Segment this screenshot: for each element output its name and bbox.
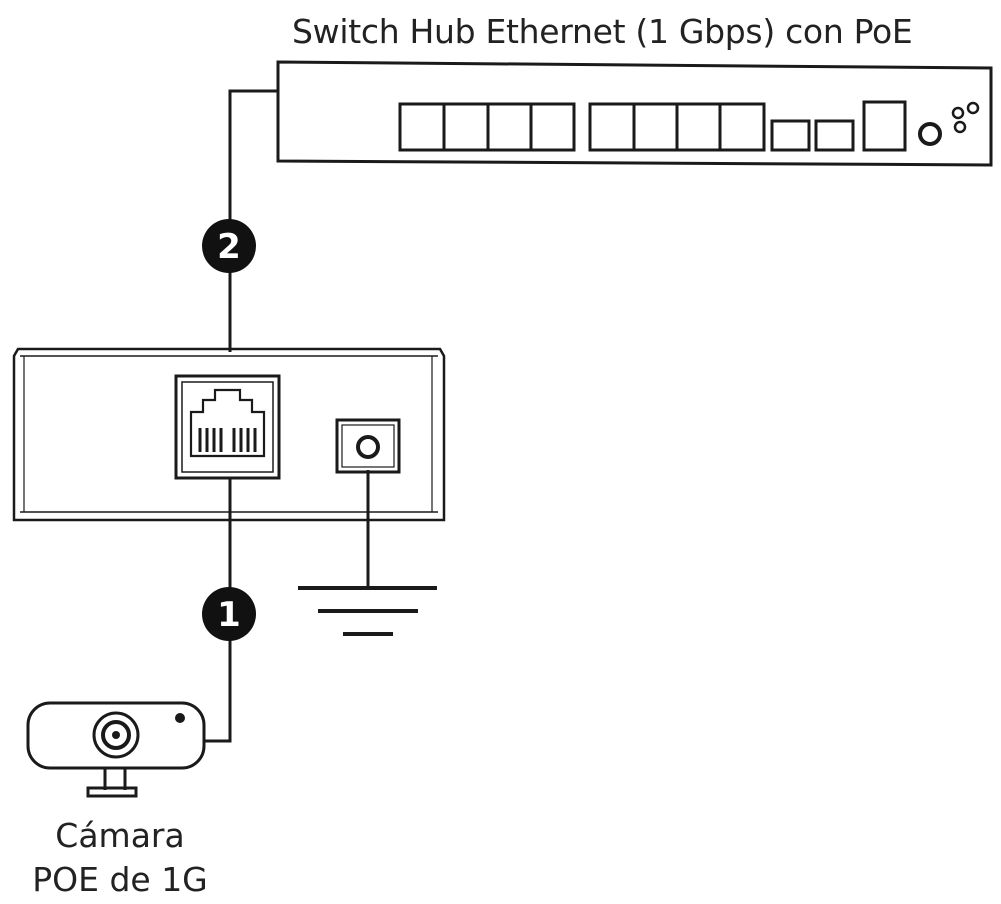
network-switch-icon [276, 60, 993, 167]
switch-chassis [276, 60, 993, 167]
camera-label-line-2: POE de 1G [32, 860, 208, 899]
poe-injector-icon [12, 347, 446, 522]
camera-label: Cámara POE de 1G [10, 814, 230, 902]
switch-led-2 [966, 101, 980, 115]
dc-power-jack-icon [335, 418, 401, 474]
ip-camera-icon [26, 701, 206, 798]
camera-lens-inner [112, 731, 120, 739]
switch-sfp-port-1 [770, 119, 811, 152]
switch-console-port [862, 100, 907, 152]
cable-injector-to-camera-lower [205, 630, 232, 743]
ground-symbol-icon [298, 586, 437, 636]
switch-led-3 [953, 120, 967, 134]
camera-lens-outer [92, 711, 140, 759]
switch-reset-button [918, 122, 942, 146]
switch-led-1 [951, 106, 965, 120]
switch-sfp-port-2 [814, 119, 855, 152]
step-marker-1-label: 1 [217, 595, 241, 635]
camera-indicator [175, 713, 185, 723]
camera-base [86, 786, 138, 798]
camera-body [26, 701, 206, 770]
step-marker-2: 2 [202, 219, 256, 273]
switch-port-bank-1 [398, 102, 576, 152]
camera-lens-mid [101, 720, 131, 750]
step-marker-1: 1 [202, 587, 256, 641]
injector-body [12, 347, 446, 522]
step-marker-2-label: 2 [217, 227, 241, 267]
switch-port-bank-2 [588, 102, 766, 152]
camera-label-line-1: Cámara [55, 816, 185, 855]
rj45-port-icon [174, 374, 281, 480]
switch-title: Switch Hub Ethernet (1 Gbps) con PoE [292, 12, 913, 51]
